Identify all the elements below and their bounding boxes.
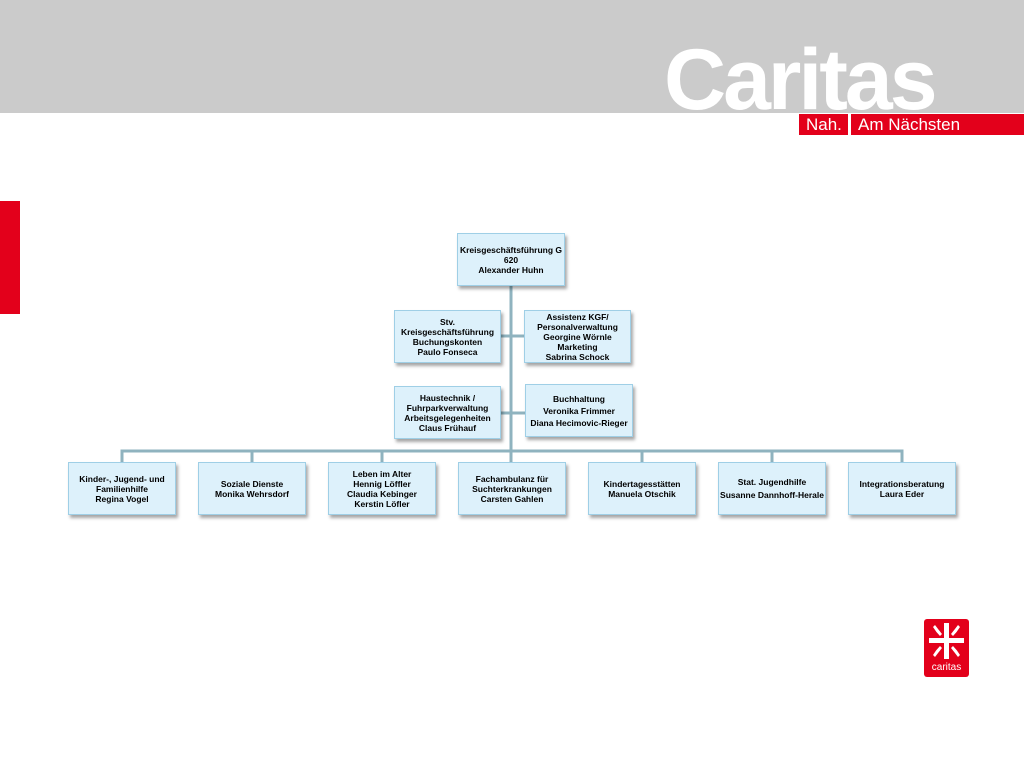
- box-line: Fachambulanz für: [475, 473, 549, 484]
- tagline: Nah. Am Nächsten: [799, 114, 1024, 135]
- tagline-separator: [848, 114, 851, 135]
- box-line: Haustechnik /: [419, 392, 476, 403]
- box-assistant: Assistenz KGF/ Personalverwaltung Georgi…: [524, 310, 631, 363]
- box-department-soziale-dienste: Soziale Dienste Monika Wehrsdorf: [198, 462, 306, 515]
- box-line: Monika Wehrsdorf: [215, 488, 289, 499]
- logo-wordmark: caritas: [931, 662, 962, 673]
- box-line: Veronika Frimmer: [543, 405, 615, 416]
- box-line: Diana Hecimovic-Rieger: [530, 417, 628, 428]
- box-facility: Haustechnik / Fuhrparkverwaltung Arbeits…: [394, 386, 501, 439]
- box-line: Sabrina Schock: [545, 351, 610, 362]
- box-line: Integrationsberatung: [859, 478, 945, 489]
- tagline-right: Am Nächsten: [851, 114, 1024, 135]
- box-line: Laura Eder: [879, 488, 925, 499]
- box-line: Kerstin Löfler: [354, 498, 410, 509]
- box-line: 620: [503, 254, 519, 265]
- box-line: Personalverwaltung: [537, 321, 618, 332]
- box-department-stat-jugendhilfe: Stat. Jugendhilfe Susanne Dannhoff-Heral…: [718, 462, 826, 515]
- box-deputy: Stv. Kreisgeschäftsführung Buchungskonte…: [394, 310, 501, 363]
- box-line: Paulo Fonseca: [417, 346, 478, 357]
- box-line: Leben im Alter: [352, 468, 412, 479]
- box-line: Claudia Kebinger: [347, 488, 417, 499]
- box-line: Suchterkrankungen: [472, 483, 552, 494]
- box-department-integrationsberatung: Integrationsberatung Laura Eder: [848, 462, 956, 515]
- box-line: Stv.: [440, 316, 455, 327]
- box-line: Carsten Gahlen: [480, 493, 544, 504]
- tagline-left: Nah.: [799, 114, 848, 135]
- box-line: Kinder-, Jugend- und: [79, 473, 165, 484]
- box-line: Stat. Jugendhilfe: [737, 477, 807, 487]
- header-band: [0, 0, 1024, 113]
- box-department-fachambulanz: Fachambulanz für Suchterkrankungen Carst…: [458, 462, 566, 515]
- box-line: Kindertagesstätten: [603, 478, 681, 489]
- box-line: Kreisgeschäftsführung G: [459, 244, 563, 255]
- caritas-logo: caritas: [924, 619, 969, 677]
- caritas-flame-cross-icon: [929, 623, 964, 659]
- box-line: Regina Vogel: [95, 493, 149, 504]
- box-line: Manuela Otschik: [608, 488, 676, 499]
- box-line: Alexander Huhn: [478, 264, 544, 275]
- box-accounting: Buchhaltung Veronika Frimmer Diana Hecim…: [525, 384, 633, 437]
- brand-wordmark: Caritas: [664, 32, 938, 128]
- box-kreisgeschaeftsfuehrung: Kreisgeschäftsführung G 620 Alexander Hu…: [457, 233, 565, 286]
- box-line: Soziale Dienste: [220, 478, 284, 489]
- box-line: Arbeitsgelegenheiten: [404, 412, 491, 423]
- box-line: Claus Frühauf: [418, 422, 477, 433]
- side-accent-bar: [0, 201, 20, 314]
- box-department-kinder-jugend: Kinder-, Jugend- und Familienhilfe Regin…: [68, 462, 176, 515]
- box-line: Fuhrparkverwaltung: [406, 402, 489, 413]
- box-line: Kreisgeschäftsführung: [400, 326, 495, 337]
- box-department-leben-im-alter: Leben im Alter Hennig Löffler Claudia Ke…: [328, 462, 436, 515]
- box-line: Susanne Dannhoff-Herale: [720, 490, 824, 500]
- box-line: Familienhilfe: [96, 483, 148, 494]
- box-line: Marketing: [557, 341, 598, 352]
- box-line: Assistenz KGF/: [546, 311, 609, 322]
- box-line: Hennig Löffler: [353, 478, 411, 489]
- box-department-kindertagesstaetten: Kindertagesstätten Manuela Otschik: [588, 462, 696, 515]
- box-line: Buchhaltung: [553, 393, 605, 404]
- box-line: Georgine Wörnle: [543, 331, 612, 342]
- box-line: Buchungskonten: [412, 336, 483, 347]
